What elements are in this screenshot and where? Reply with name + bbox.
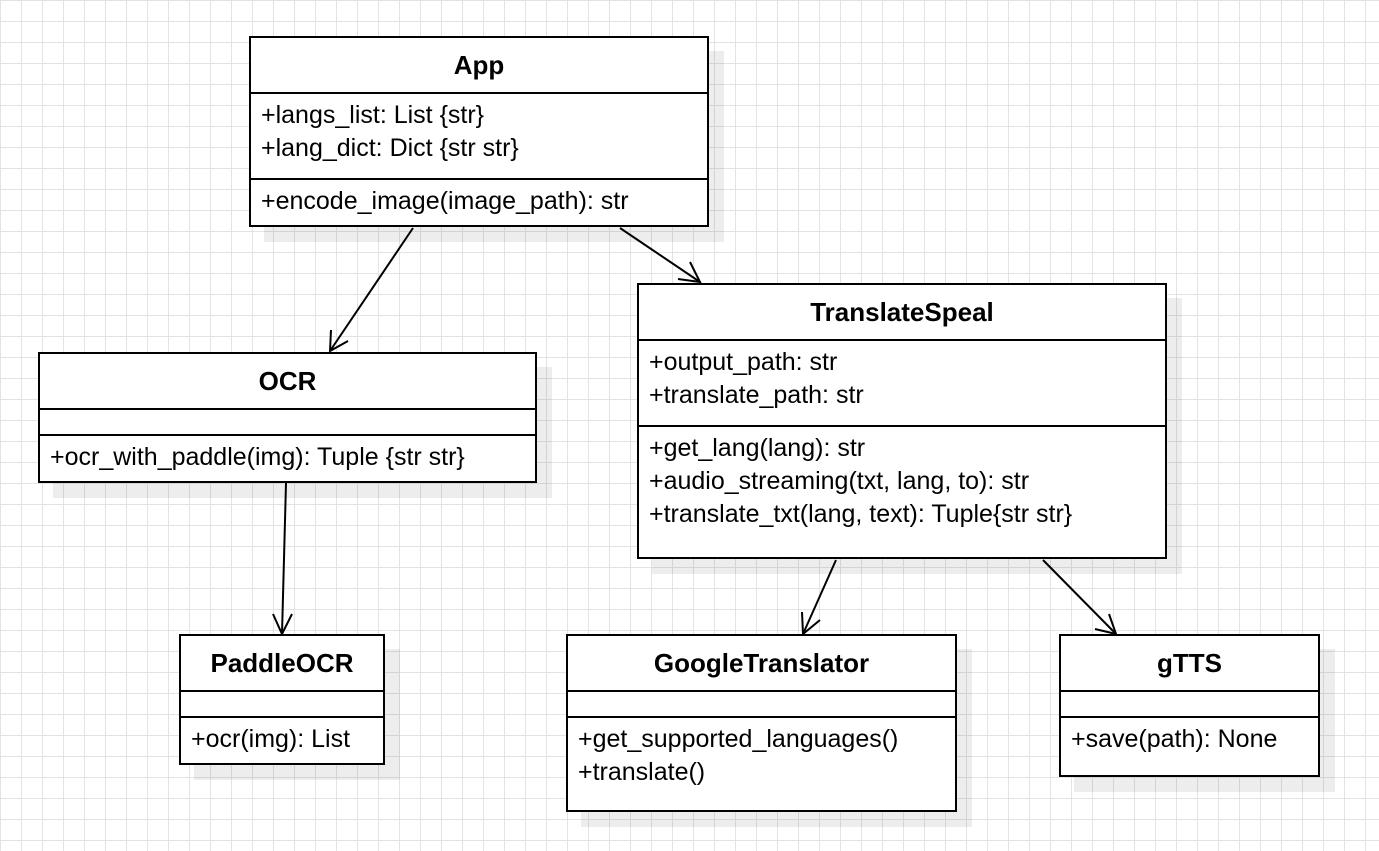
attributes-section — [40, 410, 535, 434]
class-gtts[interactable]: gTTS +save(path): None — [1059, 634, 1320, 777]
class-googletranslator[interactable]: GoogleTranslator +get_supported_language… — [566, 634, 957, 812]
class-name: gTTS — [1061, 636, 1318, 692]
method: +get_supported_languages() — [578, 725, 899, 753]
class-name: OCR — [40, 354, 535, 410]
method: +save(path): None — [1071, 725, 1278, 753]
attributes-section — [568, 692, 955, 716]
methods-section: +save(path): None — [1061, 716, 1318, 756]
methods-section: +ocr_with_paddle(img): Tuple {str str} — [40, 434, 535, 474]
method: +get_lang(lang): str — [649, 434, 866, 462]
translatespeal-to-googletranslator-arrow — [801, 559, 837, 637]
method: +translate_txt(lang, text): Tuple{str st… — [649, 500, 1073, 528]
attributes-section: +langs_list: List {str} +lang_dict: Dict… — [251, 94, 707, 178]
methods-section: +get_lang(lang): str +audio_streaming(tx… — [639, 425, 1165, 531]
methods-section: +get_supported_languages() +translate() — [568, 716, 955, 789]
translatespeal-to-gtts-arrow — [1042, 559, 1118, 636]
method: +ocr_with_paddle(img): Tuple {str str} — [50, 443, 465, 471]
method: +encode_image(image_path): str — [261, 187, 629, 215]
class-ocr[interactable]: OCR +ocr_with_paddle(img): Tuple {str st… — [38, 352, 537, 483]
app-to-translatespeal-arrow — [619, 227, 702, 284]
class-name: App — [251, 38, 707, 94]
methods-section: +ocr(img): List — [181, 716, 383, 756]
methods-section: +encode_image(image_path): str — [251, 178, 707, 218]
class-name: GoogleTranslator — [568, 636, 955, 692]
attribute: +lang_dict: Dict {str str} — [261, 134, 519, 162]
class-paddleocr[interactable]: PaddleOCR +ocr(img): List — [179, 634, 385, 765]
class-translatespeal[interactable]: TranslateSpeal +output_path: str +transl… — [637, 283, 1167, 559]
attribute: +langs_list: List {str} — [261, 101, 485, 129]
ocr-to-paddleocr-arrow — [272, 482, 293, 637]
attributes-section — [181, 692, 383, 716]
method: +translate() — [578, 758, 706, 786]
app-to-ocr-arrow — [328, 227, 414, 353]
method: +audio_streaming(txt, lang, to): str — [649, 467, 1030, 495]
attribute: +output_path: str — [649, 348, 838, 376]
attributes-section: +output_path: str +translate_path: str — [639, 341, 1165, 425]
method: +ocr(img): List — [191, 725, 351, 753]
class-app[interactable]: App +langs_list: List {str} +lang_dict: … — [249, 36, 709, 227]
attributes-section — [1061, 692, 1318, 716]
class-name: TranslateSpeal — [639, 285, 1165, 341]
class-name: PaddleOCR — [181, 636, 383, 692]
attribute: +translate_path: str — [649, 381, 864, 409]
